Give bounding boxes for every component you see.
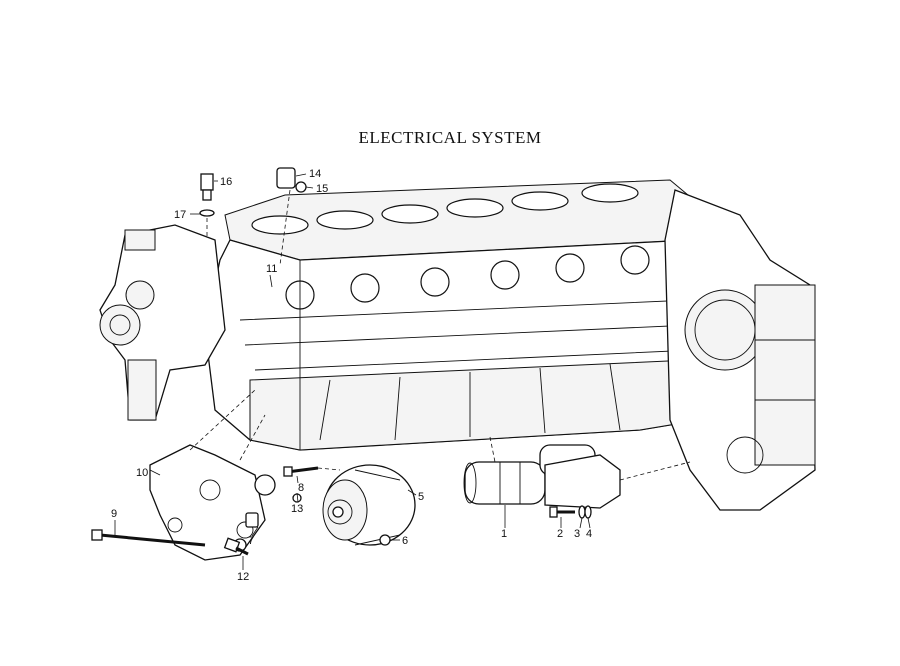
sensor-16 [199, 173, 215, 238]
starter-bolt [549, 505, 592, 519]
callout-14: 14 [309, 168, 321, 180]
callout-5: 5 [418, 491, 424, 503]
callout-3: 3 [574, 528, 580, 540]
starter-motor [463, 436, 691, 509]
stud-8 [283, 466, 341, 503]
bolt-12 [223, 537, 249, 556]
flywheel-housing [664, 189, 816, 511]
callout-2: 2 [557, 528, 563, 540]
callout-13: 13 [291, 503, 303, 515]
callout-8: 8 [298, 482, 304, 494]
diagram-title: ELECTRICAL SYSTEM [358, 128, 542, 147]
leader-lines [114, 173, 591, 570]
sensor-14 [276, 167, 307, 266]
long-bolt [91, 529, 206, 547]
callout-16: 16 [220, 176, 232, 188]
callout-15: 15 [316, 183, 328, 195]
callout-1: 1 [501, 528, 507, 540]
callout-10: 10 [136, 467, 148, 479]
alternator [322, 464, 416, 546]
callout-6: 6 [402, 535, 408, 547]
spacer-7 [245, 512, 259, 528]
callout-17: 17 [174, 209, 186, 221]
callout-7: 7 [248, 535, 254, 547]
callout-4: 4 [586, 528, 592, 540]
callout-11: 11 [266, 263, 277, 275]
engine-block [204, 179, 701, 451]
alternator-bracket [149, 389, 276, 561]
callout-9: 9 [111, 508, 117, 520]
front-water-pump-housing [99, 224, 226, 421]
callout-numbers: 1 2 3 4 5 6 7 8 9 10 11 12 13 14 15 16 1… [111, 168, 592, 583]
callout-12: 12 [237, 571, 249, 583]
